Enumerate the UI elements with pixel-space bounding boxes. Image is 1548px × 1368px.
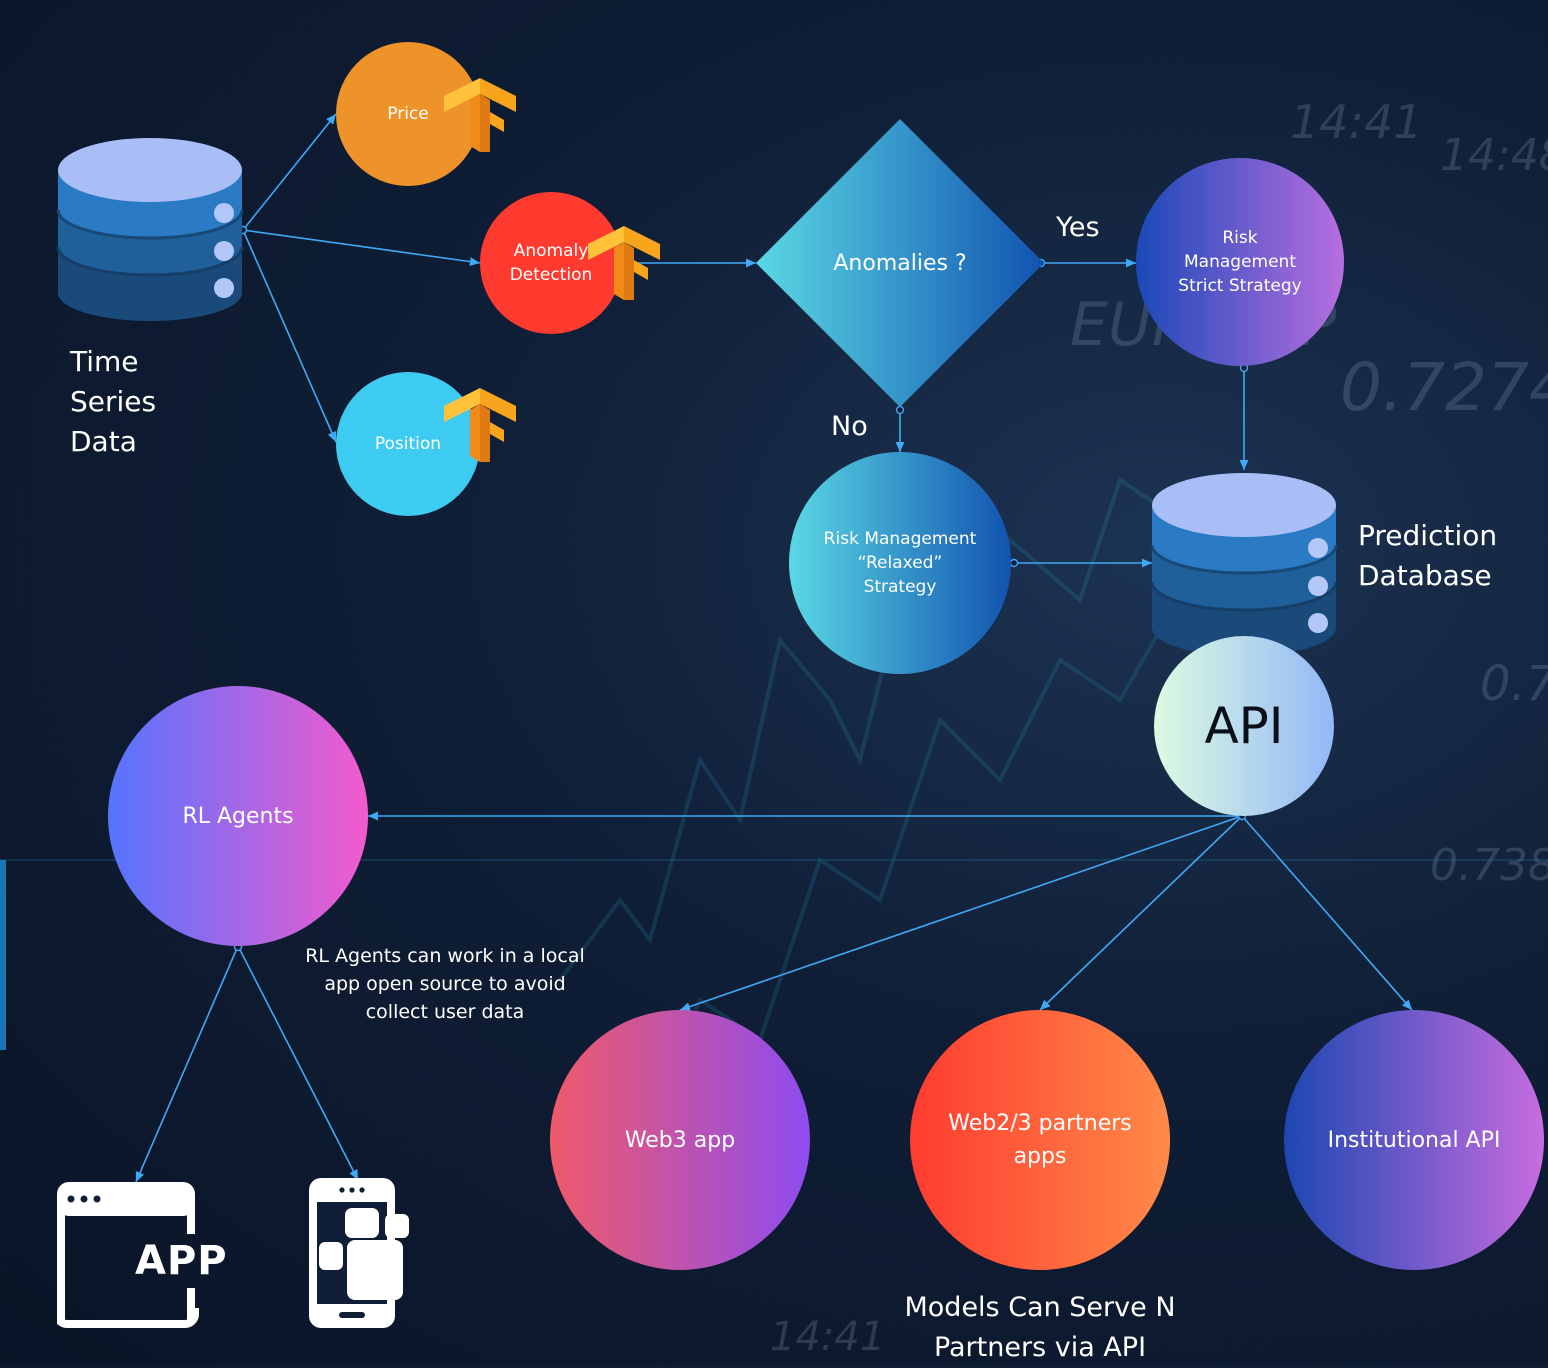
- web23-label: Web2/3 partners apps: [948, 1111, 1132, 1169]
- tensorflow-icon: [444, 388, 516, 462]
- edge-data-anomaly: [242, 229, 481, 267]
- edge-rl-mobile: [237, 945, 359, 1181]
- bg-text-price-3: 0.738: [1430, 840, 1548, 891]
- edge-rl-app: [135, 945, 239, 1183]
- rl-agents-node[interactable]: RL Agents: [108, 686, 368, 946]
- anomaly-label: Anomaly Detection: [509, 241, 593, 285]
- relaxed-strategy-node[interactable]: Risk Management “Relaxed” Strategy: [789, 452, 1011, 674]
- no-label: No: [831, 411, 868, 442]
- edge-data-position: [242, 229, 337, 443]
- strict-label: Risk Management Strict Strategy: [1178, 228, 1302, 296]
- footer-caption: Models Can Serve N Partners via API: [904, 1292, 1176, 1363]
- edge-data-price: [242, 113, 337, 231]
- api-node[interactable]: API: [1154, 636, 1334, 816]
- app-icon-text: APP: [135, 1238, 228, 1284]
- app-window-graphic: [53, 1182, 199, 1328]
- diamond-shape: [756, 119, 1044, 407]
- app-window-icon[interactable]: APP: [53, 1182, 227, 1328]
- database-icon: [1150, 473, 1338, 656]
- api-label: API: [1204, 697, 1284, 755]
- web23-partners-node[interactable]: Web2/3 partners apps: [910, 1010, 1170, 1270]
- institutional-label: Institutional API: [1327, 1127, 1501, 1153]
- bg-text-price: 0.72740: [1340, 349, 1548, 426]
- tensorflow-icon: [588, 226, 660, 300]
- position-label: Position: [374, 434, 442, 454]
- price-node[interactable]: Price: [336, 42, 480, 186]
- strict-strategy-node[interactable]: Risk Management Strict Strategy: [1136, 158, 1344, 366]
- web3-app-node[interactable]: Web3 app: [550, 1010, 810, 1270]
- anomaly-detection-node[interactable]: Anomaly Detection: [480, 192, 622, 334]
- database-icon: [56, 138, 244, 321]
- tensorflow-icon: [444, 78, 516, 152]
- relaxed-label: Risk Management “Relaxed” Strategy: [823, 529, 977, 597]
- time-series-label: Time Series Data: [70, 345, 157, 458]
- anomalies-decision[interactable]: Anomalies ?: [756, 119, 1044, 407]
- position-node[interactable]: Position: [336, 372, 480, 516]
- edge-api-web3: [679, 815, 1243, 1011]
- price-label: Price: [387, 104, 429, 124]
- prediction-db-label: Prediction Database: [1358, 519, 1498, 592]
- web3-label: Web3 app: [624, 1127, 736, 1153]
- bg-text-time-3: 14:41: [770, 1314, 885, 1360]
- rl-agents-label: RL Agents: [182, 803, 294, 829]
- mobile-app-icon[interactable]: [309, 1178, 409, 1330]
- edge-api-inst: [1241, 815, 1413, 1011]
- decision-label: Anomalies ?: [833, 250, 967, 276]
- edge-api-web23: [1039, 815, 1243, 1011]
- bg-text-time-2: 14:48: [1440, 130, 1548, 181]
- bg-text-time-1: 14:41: [1290, 95, 1423, 149]
- institutional-api-node[interactable]: Institutional API: [1284, 1010, 1544, 1270]
- yes-label: Yes: [1056, 212, 1100, 243]
- rl-agents-note: RL Agents can work in a local app open s…: [305, 945, 585, 1023]
- bg-text-price-2: 0.72: [1480, 656, 1548, 712]
